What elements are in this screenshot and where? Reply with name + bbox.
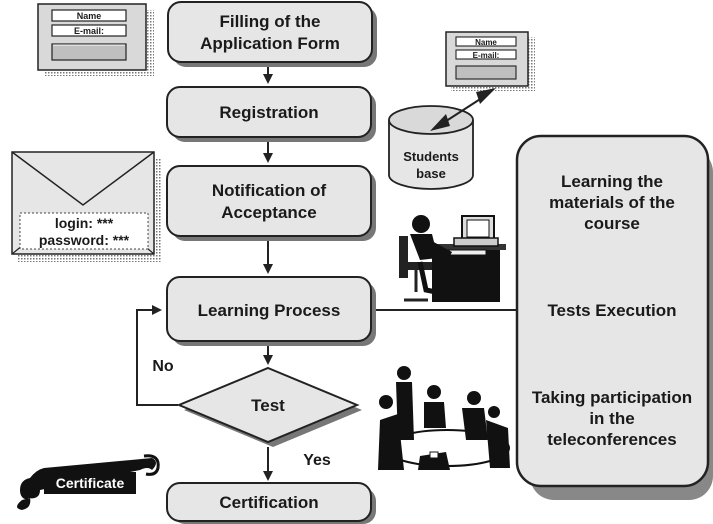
form-icon: Name E-mail: <box>445 31 535 91</box>
branch-no-label: No <box>152 358 174 375</box>
decision-test-label: Test <box>251 396 285 415</box>
step-notification-line-2: Acceptance <box>221 203 316 222</box>
step-certification: Certification <box>166 482 376 524</box>
step-notification: Notification of Acceptance <box>166 165 376 241</box>
step-application-form: Filling of the Application Form <box>167 1 377 67</box>
step-registration-label: Registration <box>219 103 318 122</box>
decision-test: Test <box>176 366 362 447</box>
envelope-password-text: password: *** <box>39 232 130 248</box>
form-name-label: Name <box>77 11 102 21</box>
form-email-label: E-mail: <box>74 26 104 36</box>
branch-yes-label: Yes <box>303 452 331 469</box>
panel-item-1-line-3: course <box>584 214 640 233</box>
panel-item-1-line-2: materials of the <box>549 193 675 212</box>
panel-item-3-line-3: teleconferences <box>547 430 676 449</box>
no-loop-arrow <box>136 305 178 406</box>
meeting-icon <box>378 366 510 470</box>
database-label-line-2: base <box>416 166 446 181</box>
step-notification-line-1: Notification of <box>212 181 327 200</box>
panel-item-2-label: Tests Execution <box>547 301 676 320</box>
certificate-scroll-icon: Certificate <box>17 454 160 510</box>
connector-arrowhead <box>430 114 450 131</box>
panel-item-3-line-1: Taking participation <box>532 388 692 407</box>
step-learning-process-label: Learning Process <box>198 301 341 320</box>
step-learning-process: Learning Process <box>166 276 376 346</box>
connector-arrowhead <box>476 88 496 104</box>
form-email-label: E-mail: <box>473 51 500 60</box>
envelope-icon: login: *** password: *** <box>11 151 162 262</box>
activities-panel: Learning the materials of the course Tes… <box>515 134 713 500</box>
computer-user-icon <box>399 215 506 302</box>
form-name-label: Name <box>475 38 497 47</box>
step-application-form-line-1: Filling of the <box>219 12 320 31</box>
envelope-login-text: login: *** <box>55 215 114 231</box>
database-icon: Students base <box>388 105 474 190</box>
certificate-label: Certificate <box>56 475 125 491</box>
step-application-form-line-2: Application Form <box>200 34 340 53</box>
form-icon: Name E-mail: <box>37 3 154 76</box>
database-label-line-1: Students <box>403 149 459 164</box>
step-registration: Registration <box>166 86 376 142</box>
step-certification-label: Certification <box>219 493 318 512</box>
panel-item-3-line-2: in the <box>589 409 634 428</box>
panel-item-1-line-1: Learning the <box>561 172 663 191</box>
